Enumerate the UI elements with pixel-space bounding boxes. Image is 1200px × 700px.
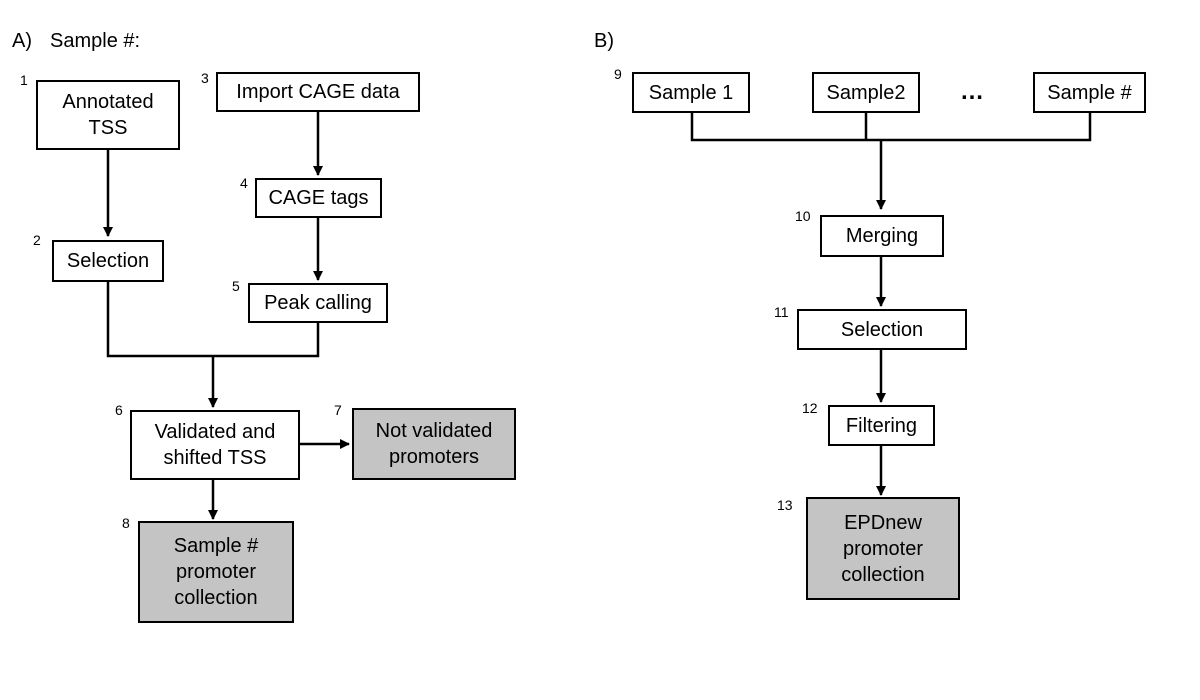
- node-import-cage-text: Import CAGE data: [236, 81, 400, 103]
- node-validated-shifted-tss-text: Validated and shifted TSS: [154, 421, 276, 469]
- node-peak-calling: Peak calling: [248, 283, 388, 323]
- node-annotated-tss-text: Annotated TSS: [62, 91, 154, 139]
- node-sample-n: Sample #: [1033, 72, 1146, 113]
- node-filtering: Filtering: [828, 405, 935, 446]
- node-import-cage: Import CAGE data: [216, 72, 420, 112]
- node-3-number: 3: [201, 70, 209, 86]
- node-7-number: 7: [334, 402, 342, 418]
- node-epdnew-promoter-collection: EPDnew promoter collection: [806, 497, 960, 600]
- node-13-number: 13: [777, 497, 793, 513]
- node-sample-2: Sample2: [812, 72, 920, 113]
- panel-a-label: A): [12, 30, 32, 52]
- node-sample-promoter-collection: Sample # promoter collection: [138, 521, 294, 623]
- node-11-number: 11: [774, 304, 789, 320]
- node-sample-promoter-collection-text: Sample # promoter collection: [173, 535, 259, 609]
- node-not-validated-promoters: Not validated promoters: [352, 408, 516, 480]
- node-sample-1-text: Sample 1: [648, 81, 734, 104]
- node-9-number: 9: [614, 66, 622, 82]
- node-2-number: 2: [33, 232, 41, 248]
- node-4-number: 4: [240, 175, 248, 191]
- node-selection-a-text: Selection: [66, 250, 150, 272]
- merge-line-samples: [690, 113, 1092, 142]
- node-12-number: 12: [802, 400, 818, 416]
- node-sample-2-text: Sample2: [826, 81, 906, 104]
- node-sample-n-text: Sample #: [1047, 81, 1132, 104]
- node-validated-shifted-tss: Validated and shifted TSS: [130, 410, 300, 480]
- node-5-number: 5: [232, 278, 240, 294]
- node-6-number: 6: [115, 402, 123, 418]
- node-merging-text: Merging: [845, 225, 919, 247]
- node-annotated-tss: Annotated TSS: [36, 80, 180, 150]
- node-selection-b-text: Selection: [840, 318, 924, 341]
- node-not-validated-promoters-text: Not validated promoters: [375, 420, 493, 468]
- node-selection-b: Selection: [797, 309, 967, 350]
- node-filtering-text: Filtering: [845, 414, 918, 437]
- node-10-number: 10: [795, 208, 811, 224]
- node-epdnew-promoter-collection-text: EPDnew promoter collection: [841, 511, 925, 586]
- node-cage-tags-text: CAGE tags: [268, 187, 369, 209]
- node-selection-a: Selection: [52, 240, 164, 282]
- node-cage-tags: CAGE tags: [255, 178, 382, 218]
- node-8-number: 8: [122, 515, 130, 531]
- panel-b-label: B): [594, 30, 614, 52]
- node-peak-calling-text: Peak calling: [264, 292, 372, 314]
- ellipsis-more-samples: …: [960, 78, 985, 105]
- panel-a-subtitle: Sample #:: [50, 30, 141, 52]
- node-1-number: 1: [20, 72, 28, 88]
- node-sample-1: Sample 1: [632, 72, 750, 113]
- node-merging: Merging: [820, 215, 944, 257]
